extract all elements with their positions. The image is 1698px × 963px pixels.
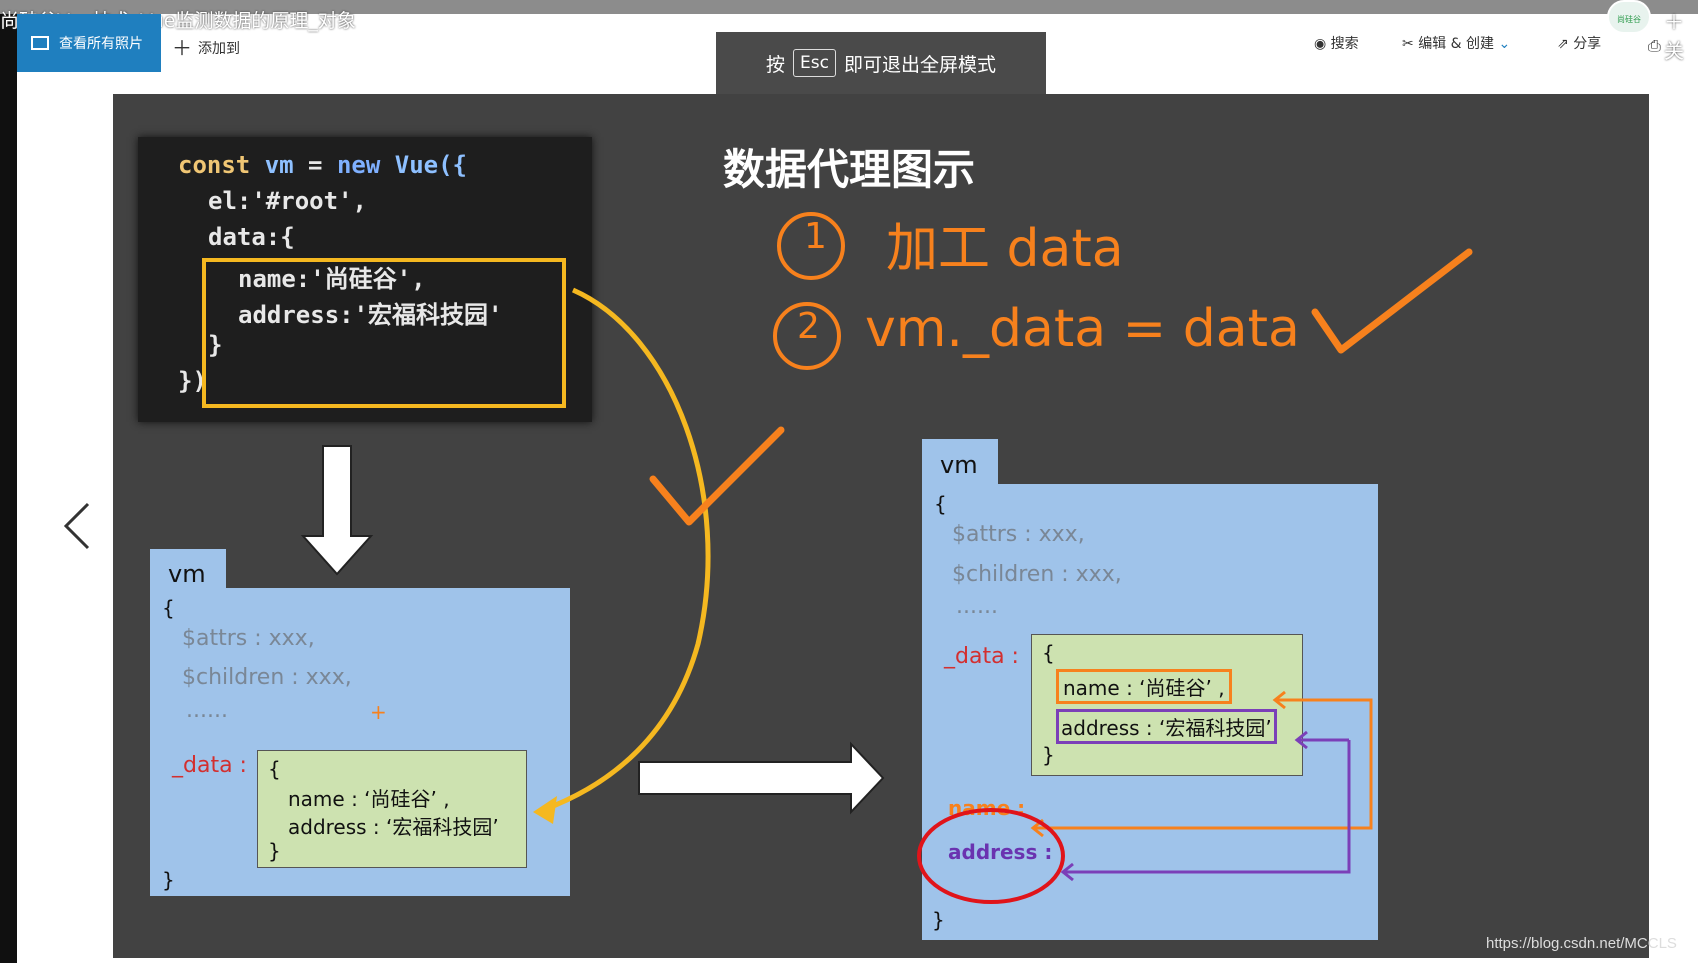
edit-create-icon: ✂ bbox=[1402, 36, 1414, 52]
share-icon: ⇗ bbox=[1557, 36, 1569, 52]
left-vm-panel: { $attrs : xxx, $children : xxx, ...... … bbox=[150, 588, 570, 896]
purple-connector bbox=[1063, 740, 1351, 874]
esc-suffix: 即可退出全屏模式 bbox=[843, 53, 996, 76]
note-circles bbox=[773, 212, 845, 370]
chevron-left-icon bbox=[63, 502, 90, 550]
code-line-4: name:'尚硅谷', bbox=[238, 265, 426, 293]
data-highlight-frame bbox=[202, 258, 566, 408]
search-icon: ◉ bbox=[1314, 36, 1327, 52]
share-button[interactable]: ⇗ 分享 bbox=[1557, 33, 1601, 53]
left-vm-data-box: { name : ‘尚硅谷’ , address : ‘宏福科技园’ } bbox=[257, 750, 527, 868]
right-vm-panel: { $attrs : xxx, $children : xxx, ...... … bbox=[922, 484, 1378, 940]
esc-key: Esc bbox=[793, 49, 836, 77]
right-data-close: } bbox=[1042, 743, 1055, 767]
code-line-2: el:'#root', bbox=[208, 187, 367, 215]
left-data-open: { bbox=[268, 757, 281, 781]
orange-connector bbox=[1275, 698, 1373, 786]
edit-create-label: 编辑 & 创建 bbox=[1418, 36, 1495, 52]
code-block: const vm = new Vue({ el:'#root', data:{ … bbox=[138, 137, 592, 422]
code-line-5: address:'宏福科技园' bbox=[238, 301, 503, 329]
view-all-label: 查看所有照片 bbox=[59, 36, 143, 52]
print-icon: ⎙ bbox=[1648, 36, 1661, 55]
fullscreen-hint: 按 Esc 即可退出全屏模式 bbox=[716, 32, 1046, 94]
left-vm-data-label: _data : bbox=[172, 753, 247, 778]
print-button[interactable]: ⎙ bbox=[1648, 36, 1661, 56]
left-vm-close: } bbox=[162, 868, 175, 892]
search-label: 搜索 bbox=[1330, 36, 1359, 52]
yellow-curve-arrow bbox=[542, 287, 711, 813]
add-to-button[interactable]: ＋ 添加到 bbox=[172, 32, 240, 61]
left-vm-plus: + bbox=[370, 700, 387, 724]
code-line-3: data:{ bbox=[208, 223, 295, 251]
left-vm-open: { bbox=[162, 596, 175, 620]
share-label: 分享 bbox=[1573, 36, 1602, 52]
avatar[interactable]: 尚硅谷 bbox=[1607, 0, 1651, 34]
right-vm-attrs: $attrs : xxx, bbox=[952, 522, 1085, 547]
right-vm-children: $children : xxx, bbox=[952, 562, 1122, 587]
note-1-number: 1 bbox=[804, 216, 827, 257]
note-1-text: 加工 data bbox=[886, 219, 1124, 279]
right-data-address: address : ‘宏福科技园’ bbox=[1056, 709, 1277, 744]
code-line-1: const vm = new Vue({ bbox=[178, 151, 468, 179]
add-to-label: 添加到 bbox=[198, 41, 240, 57]
left-vm-children: $children : xxx, bbox=[182, 665, 352, 690]
red-highlight-circle bbox=[917, 808, 1065, 904]
left-rail bbox=[0, 0, 17, 963]
note-2-text: vm._data = data bbox=[865, 299, 1300, 359]
down-arrow-icon bbox=[300, 445, 374, 576]
slide-image: const vm = new Vue({ el:'#root', data:{ … bbox=[113, 94, 1649, 958]
close-button[interactable]: ＋ 关 bbox=[1664, 10, 1684, 63]
photo-icon bbox=[31, 36, 49, 50]
chevron-down-icon: ⌄ bbox=[1498, 36, 1511, 52]
diagram-arrows bbox=[300, 248, 1473, 904]
right-vm-data-label: _data : bbox=[944, 644, 1019, 669]
right-arrow-icon bbox=[638, 741, 885, 815]
left-vm-dots: ...... bbox=[186, 698, 228, 723]
code-line-6: } bbox=[208, 331, 223, 359]
checkmark-big-icon bbox=[1311, 248, 1473, 354]
right-vm-tab: vm bbox=[922, 439, 998, 491]
left-vm-attrs: $attrs : xxx, bbox=[182, 626, 315, 651]
esc-prefix: 按 bbox=[766, 53, 786, 76]
view-all-photos-button[interactable]: 查看所有照片 bbox=[17, 14, 161, 72]
right-vm-open: { bbox=[934, 492, 947, 516]
search-button[interactable]: ◉ 搜索 bbox=[1314, 33, 1359, 53]
note-2-number: 2 bbox=[797, 306, 820, 347]
plus-icon: ＋ bbox=[172, 36, 192, 60]
right-data-open: { bbox=[1042, 641, 1055, 665]
checkmark-icon bbox=[649, 426, 785, 526]
left-data-address: address : ‘宏福科技园’ bbox=[288, 815, 499, 839]
edit-create-button[interactable]: ✂ 编辑 & 创建 ⌄ bbox=[1402, 33, 1510, 53]
title-strip bbox=[0, 0, 1698, 14]
right-vm-close: } bbox=[932, 908, 945, 932]
right-vm-dots: ...... bbox=[956, 594, 998, 619]
right-vm-data-box: { name : ‘尚硅谷’ , address : ‘宏福科技园’ } bbox=[1031, 634, 1303, 776]
proxy-address: address : bbox=[948, 840, 1053, 864]
right-data-name: name : ‘尚硅谷’ , bbox=[1056, 669, 1232, 704]
watermark: https://blog.csdn.net/MCCLS bbox=[1486, 935, 1677, 952]
left-data-name: name : ‘尚硅谷’ , bbox=[288, 787, 450, 811]
left-data-close: } bbox=[268, 839, 281, 863]
prev-photo-button[interactable] bbox=[62, 500, 92, 564]
yellow-arrow-head bbox=[533, 796, 557, 824]
slide-title: 数据代理图示 bbox=[723, 145, 976, 194]
